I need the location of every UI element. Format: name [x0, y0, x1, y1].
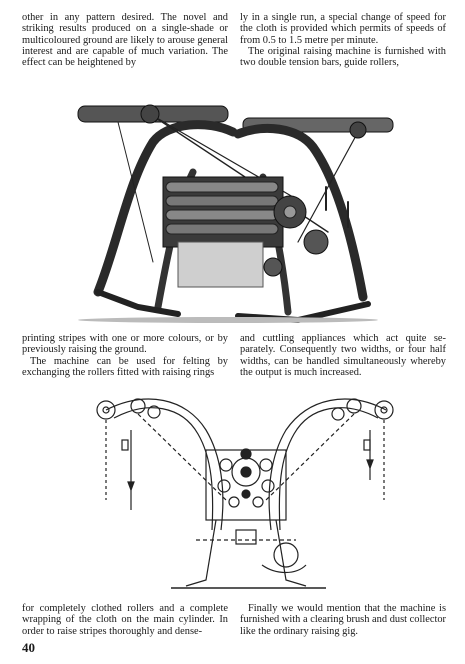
column-left: other in any pattern desired. The novel …: [22, 12, 228, 68]
paragraph: printing stripes with one or more colour…: [22, 333, 228, 356]
paragraph: and cuttling appliances which act quite …: [240, 333, 446, 378]
column-right: Finally we would mention that the machin…: [240, 603, 446, 637]
column-right: ly in a single run, a special change of …: [240, 12, 446, 68]
paragraph: for completely clothed rollers and a com…: [22, 603, 228, 637]
text-row-middle: printing stripes with one or more colour…: [22, 333, 446, 378]
column-left: printing stripes with one or more colour…: [22, 333, 228, 378]
machine-cross-section-drawing: [96, 398, 394, 589]
paragraph: The original raising machine is furnishe…: [240, 45, 446, 69]
paragraph: ly in a single run, a special change of …: [240, 12, 446, 46]
column-right: and cuttling appliances which act quite …: [240, 333, 446, 378]
paragraph: The machine can be used for felting by e…: [22, 355, 228, 378]
machine-photo: [77, 104, 394, 324]
page-number: 40: [22, 640, 35, 655]
text-row-top: other in any pattern desired. The novel …: [22, 12, 446, 68]
column-left: for completely clothed rollers and a com…: [22, 603, 228, 637]
paragraph: other in any pattern desired. The novel …: [22, 12, 228, 69]
text-row-bottom: for completely clothed rollers and a com…: [22, 603, 446, 637]
paragraph: Finally we would mention that the machin…: [240, 603, 446, 637]
